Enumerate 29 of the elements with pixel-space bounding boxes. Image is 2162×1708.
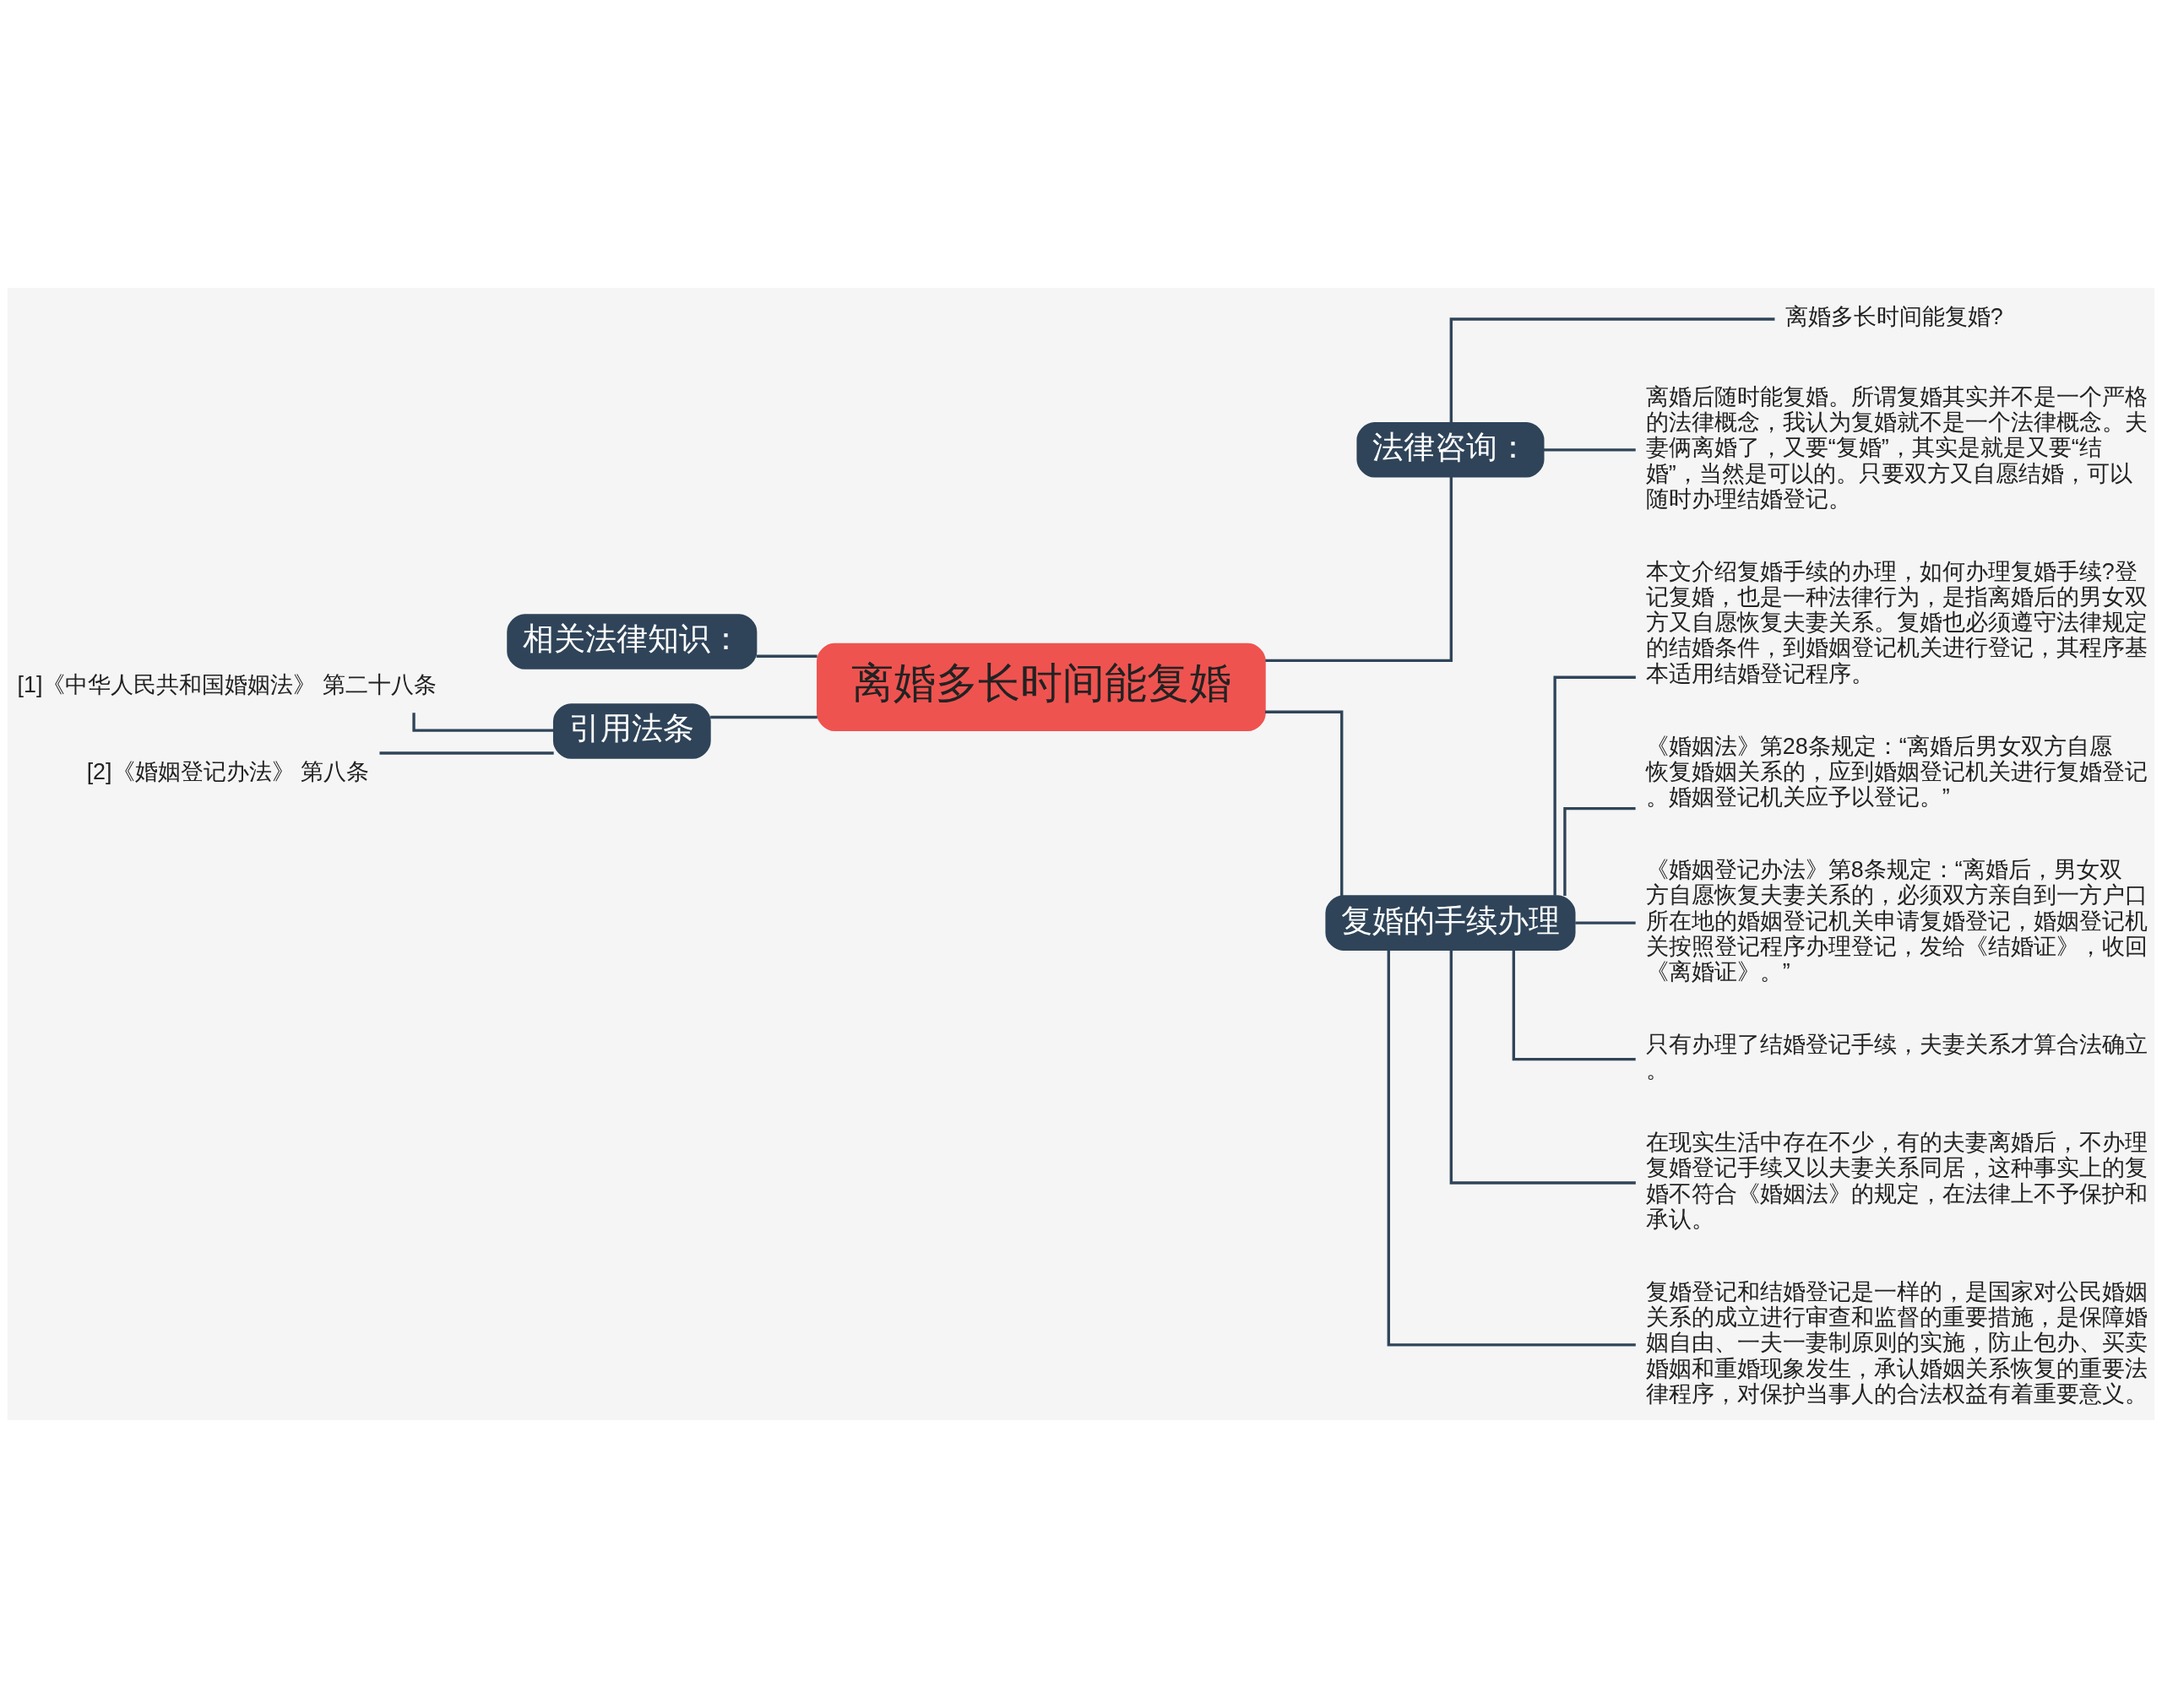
connector bbox=[756, 654, 818, 658]
connector bbox=[1553, 675, 1636, 896]
node-text: 复婚登记和结婚登记是一样的，是国家对公民婚姻关系的成立进行审查和监督的重要措施，是保障婚姻自由、一夫一妻制原则的实施，防止包办、买卖婚姻和重婚现象发生，承认婚姻关系恢复的重要法律程序，对保护当事人的合法权益有着重要意义。 bbox=[1645, 1278, 2148, 1407]
node-text: [2]《婚姻登记办法》 第八条 bbox=[86, 758, 370, 784]
node-text: 离婚多长时间能复婚? bbox=[1784, 304, 2003, 330]
node-box: 离婚多长时间能复婚 bbox=[817, 643, 1266, 731]
node-text: [1]《中华人民共和国婚姻法》 第二十八条 bbox=[17, 672, 437, 698]
connector bbox=[1387, 950, 1636, 1347]
node-text: 《婚姻法》第28条规定：“离婚后男女双方自愿恢复婚姻关系的，应到婚姻登记机关进行复婚登记。婚姻登记机关应予以登记。” bbox=[1645, 733, 2148, 811]
connector bbox=[710, 715, 818, 719]
connector bbox=[1265, 476, 1453, 663]
connector bbox=[1449, 317, 1775, 423]
connector bbox=[379, 751, 554, 755]
connector bbox=[1563, 806, 1636, 896]
connector bbox=[1543, 448, 1636, 452]
connector bbox=[412, 713, 554, 732]
node-box: 法律咨询： bbox=[1356, 422, 1545, 478]
connector bbox=[1575, 921, 1636, 924]
connector bbox=[1449, 950, 1636, 1185]
node-box: 引用法条 bbox=[552, 703, 711, 759]
connector bbox=[1512, 950, 1636, 1061]
node-text: 在现实生活中存在不少，有的夫妻离婚后，不办理复婚登记手续又以夫妻关系同居，这种事实上的复婚不符合《婚姻法》的规定，在法律上不予保护和承认。 bbox=[1645, 1129, 2148, 1232]
node-box: 相关法律知识： bbox=[507, 614, 758, 670]
node-text: 离婚后随时能复婚。所谓复婚其实并不是一个严格的法律概念，我认为复婚就不是一个法律概念。夫妻俩离婚了，又要“复婚”，其实是就是又要“结婚”，当然是可以的。只要双方又自愿结婚，可以随时办理结婚登记。 bbox=[1645, 383, 2148, 512]
connector bbox=[1265, 710, 1344, 896]
node-text: 本文介绍复婚手续的办理，如何办理复婚手续?登记复婚，也是一种法律行为，是指离婚后的男女双方又自愿恢复夫妻关系。复婚也必须遵守法律规定的结婚条件，到婚姻登记机关进行登记，其程序基本适用结婚登记程序。 bbox=[1645, 558, 2148, 686]
node-text: 只有办理了结婚登记手续，夫妻关系才算合法确立。 bbox=[1645, 1031, 2148, 1083]
node-box: 复婚的手续办理 bbox=[1325, 895, 1576, 951]
node-text: 《婚姻登记办法》第8条规定：“离婚后，男女双方自愿恢复夫妻关系的，必须双方亲自到一方户口所在地的婚姻登记机关申请复婚登记，婚姻登记机关按照登记程序办理登记，发给《结婚证》，收回《离婚证》。” bbox=[1645, 856, 2148, 985]
